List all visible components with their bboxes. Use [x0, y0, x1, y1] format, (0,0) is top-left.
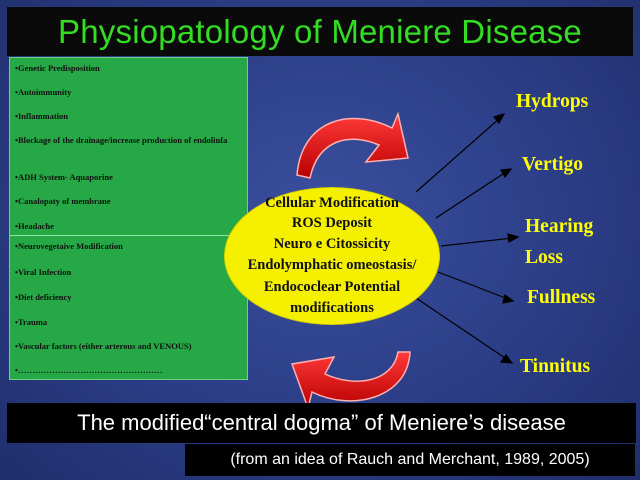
center-line: Cellular Modification — [265, 195, 399, 211]
pointer-head-vertigo — [500, 168, 513, 179]
cause-item: •Headache — [15, 221, 54, 231]
cause-item: •Vascular factors (either arterous and V… — [15, 341, 192, 351]
center-line: ROS Deposit — [291, 215, 373, 231]
pointer-head-hydrops — [492, 113, 506, 125]
reference-text: (from an idea of Rauch and Merchant, 198… — [230, 451, 590, 468]
outcome-fullness: Fullness — [527, 287, 596, 308]
cause-item: •Neurovegetaive Modification — [15, 241, 123, 251]
cause-item: •Inflammation — [15, 111, 69, 121]
cause-item: •…………………………………………… — [15, 365, 163, 375]
cause-item: •ADH System- Aquaporine — [15, 172, 113, 182]
central-dogma-banner: The modified“central dogma” of Meniere’s… — [7, 403, 636, 443]
cause-item: •Genetic Predisposition — [15, 63, 100, 73]
causes-panel: •Genetic Predisposition •Autoimmunity •I… — [9, 57, 248, 380]
cause-item: •Autoimmunity — [15, 87, 72, 97]
center-line: Endolymphatic omeostasis/ — [247, 257, 417, 273]
title-bar: Physiopatology of Meniere Disease — [7, 7, 633, 56]
pointer-line-fullness — [437, 271, 509, 300]
pointer-line-hearing — [440, 237, 514, 247]
center-line: Neuro e Citossicity — [273, 236, 391, 252]
pointer-head-tinnitus — [499, 353, 514, 364]
cause-item: •Viral Infection — [15, 267, 72, 277]
cause-item: •Trauma — [15, 317, 48, 327]
pointer-line-tinnitus — [415, 297, 509, 361]
reference-banner: (from an idea of Rauch and Merchant, 198… — [185, 444, 635, 476]
outcome-hydrops: Hydrops — [516, 91, 589, 112]
pointer-head-fullness — [502, 293, 515, 304]
pointer-line-hydrops — [415, 117, 501, 193]
curved-arrow-top — [296, 111, 409, 179]
curved-arrow-bottom — [290, 351, 411, 411]
cause-item: •Diet deficiency — [15, 292, 72, 302]
slide-title: Physiopatology of Meniere Disease — [58, 12, 582, 50]
outcome-hearing: Hearing — [525, 216, 594, 237]
center-line: Endococlear Potential — [263, 279, 401, 295]
pointer-head-hearing — [507, 233, 520, 243]
causes-divider — [10, 235, 247, 236]
cause-item: •Canalopaty of membrane — [15, 196, 111, 206]
pointer-line-vertigo — [435, 171, 507, 219]
outcome-tinnitus: Tinnitus — [520, 356, 591, 377]
central-dogma-text: The modified“central dogma” of Meniere’s… — [77, 410, 566, 435]
center-ellipse — [224, 187, 440, 325]
outcome-vertigo: Vertigo — [522, 154, 584, 175]
cause-item: •Blockage of the drainage/increase produ… — [15, 135, 228, 145]
outcome-loss: Loss — [525, 247, 563, 268]
center-line: modifications — [290, 300, 374, 316]
